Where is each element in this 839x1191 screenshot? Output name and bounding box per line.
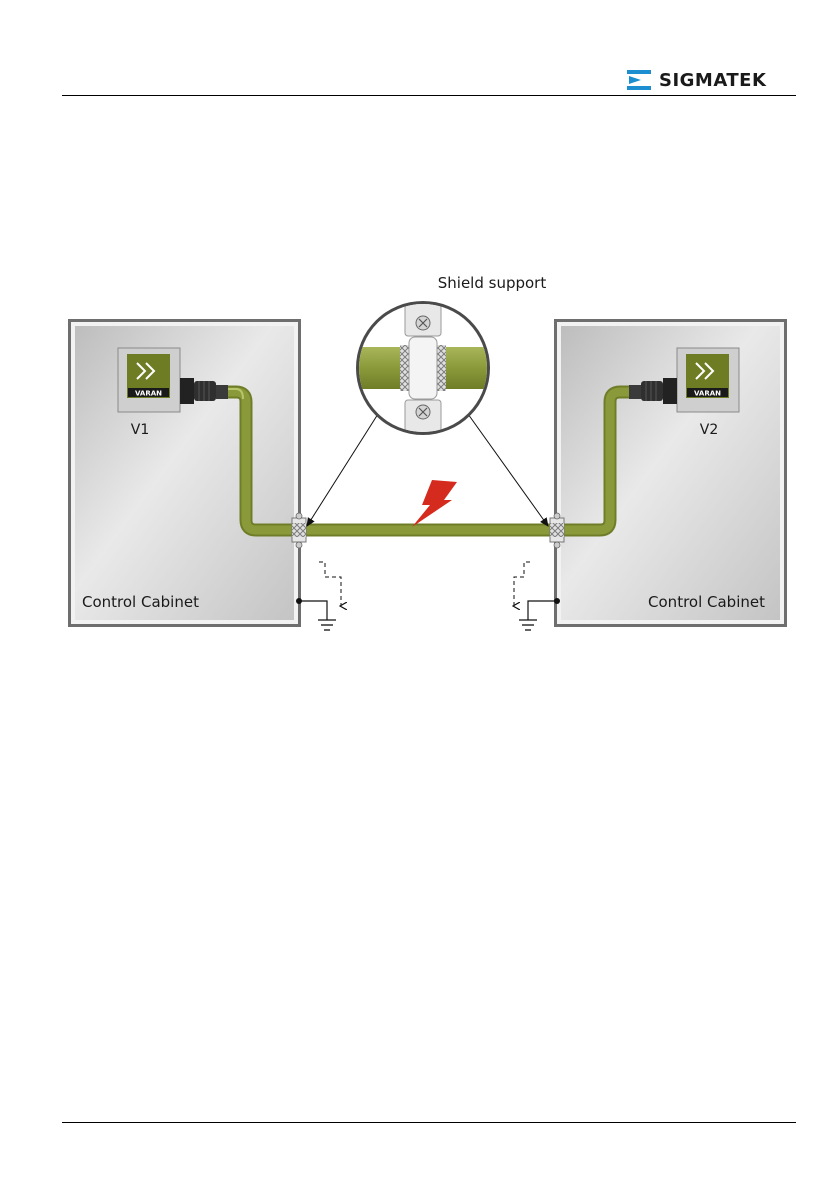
v1-label: V1 (131, 422, 149, 438)
v2-badge-text: VARAN (694, 390, 721, 398)
v1-badge-text: VARAN (135, 390, 162, 398)
shield-support-title: Shield support (438, 274, 547, 292)
footer-rule (62, 1122, 796, 1123)
callout-pointer-right (468, 414, 548, 526)
right-ground-symbol (514, 562, 560, 630)
right-control-cabinet (554, 319, 787, 627)
callout-pointer-left (307, 414, 378, 526)
interference-lightning-icon (412, 480, 457, 527)
right-cabinet-label: Control Cabinet (648, 593, 765, 611)
left-control-cabinet (68, 319, 301, 627)
left-cabinet-label: Control Cabinet (82, 593, 199, 611)
left-ground-symbol (296, 562, 341, 630)
shield-support-callout (350, 301, 500, 435)
v2-label: V2 (700, 422, 718, 438)
